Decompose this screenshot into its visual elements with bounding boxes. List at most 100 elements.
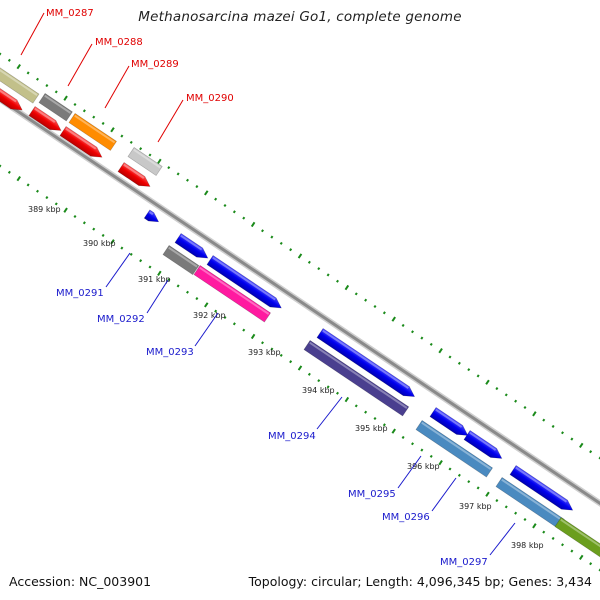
tick-label-395: 395 kbp xyxy=(355,424,388,433)
cds-arrow-red-1[interactable] xyxy=(0,86,25,114)
gc-outer-dot xyxy=(551,424,555,428)
gc-outer-dot xyxy=(186,178,189,182)
gc-outer-dot xyxy=(195,185,199,189)
gc-outer-dot xyxy=(232,210,236,214)
gene-label-MM_0290[interactable]: MM_0290 xyxy=(186,93,234,104)
gc-outer-dot xyxy=(101,121,105,125)
tick-label-390: 390 kbp xyxy=(83,239,116,248)
gc-inner-dot xyxy=(214,309,218,313)
cds-arrow-blue-4[interactable] xyxy=(316,328,418,401)
gc-outer-dot xyxy=(373,304,377,309)
gene-block-MM_0288[interactable] xyxy=(38,93,73,122)
gc-outer-dot xyxy=(391,316,396,322)
cds-arrow-blue-7[interactable] xyxy=(509,465,576,514)
gc-inner-dot xyxy=(504,505,508,509)
gc-outer-dot xyxy=(129,140,133,144)
bottom-gene-labels: MM_0291 MM_0292 MM_0293 MM_0294 MM_0295 … xyxy=(56,252,516,568)
gc-inner-dot xyxy=(420,448,424,452)
gc-outer-dot xyxy=(0,52,2,56)
gc-inner-dot xyxy=(16,175,21,182)
gene-block-MM_0297[interactable] xyxy=(554,517,600,561)
cds-arrow-blue-6[interactable] xyxy=(463,430,505,463)
gc-outer-dot xyxy=(598,456,600,460)
gene-label-MM_0294[interactable]: MM_0294 xyxy=(268,431,316,442)
gc-outer-dot xyxy=(570,437,574,441)
gc-outer-dot xyxy=(457,361,461,365)
gene-block-MM_0290[interactable] xyxy=(127,147,163,176)
scale-ticks: 389 kbp 390 kbp 391 kbp 392 kbp 393 kbp … xyxy=(28,205,544,550)
tick-label-397: 397 kbp xyxy=(459,502,492,511)
gc-outer-dot xyxy=(326,273,330,277)
gc-inner-dot xyxy=(26,183,30,187)
cds-arrow-blue-1[interactable] xyxy=(143,209,161,226)
cds-arrow-blue-5[interactable] xyxy=(429,407,471,440)
gc-inner-dot xyxy=(232,322,236,326)
gc-inner-dot xyxy=(148,265,152,269)
gene-block-MM_0287[interactable] xyxy=(0,64,40,104)
gc-inner-dot xyxy=(157,270,162,276)
gene-label-MM_0291[interactable]: MM_0291 xyxy=(56,288,104,299)
gene-label-MM_0292[interactable]: MM_0292 xyxy=(97,314,145,325)
gc-outer-dot xyxy=(589,450,593,454)
map-title: Methanosarcina mazei Go1, complete genom… xyxy=(138,9,462,25)
gc-outer-dot xyxy=(45,84,49,88)
gc-inner-dot xyxy=(204,302,209,308)
gc-inner-dot xyxy=(373,416,377,421)
gc-outer-dot xyxy=(148,153,152,157)
gc-inner-dot xyxy=(401,435,405,439)
gc-inner-dot xyxy=(63,207,68,213)
tick-label-396: 396 kbp xyxy=(407,462,440,471)
gene-block-MM_0294[interactable] xyxy=(303,340,410,417)
gc-outer-dot xyxy=(297,253,303,259)
gc-outer-dot xyxy=(307,260,311,264)
gene-block-MM_0289[interactable] xyxy=(68,113,117,151)
backbone xyxy=(0,95,600,507)
gene-label-MM_0296[interactable]: MM_0296 xyxy=(382,512,430,523)
gc-inner-dot xyxy=(429,454,433,458)
gc-inner-dot xyxy=(195,297,199,301)
gene-label-MM_0297[interactable]: MM_0297 xyxy=(440,557,488,568)
gc-outer-dot xyxy=(429,342,433,346)
gene-label-MM_0289[interactable]: MM_0289 xyxy=(131,59,179,70)
cds-arrow-red-4[interactable] xyxy=(117,162,153,191)
gc-inner-dot xyxy=(344,396,350,403)
cds-arrow-blue-3[interactable] xyxy=(206,255,284,312)
gc-inner-dot xyxy=(438,460,443,466)
gc-inner-dot xyxy=(7,170,11,174)
cds-arrow-blue-2[interactable] xyxy=(174,233,211,262)
gc-outer-dot xyxy=(467,368,471,372)
cds-arrow-red-3[interactable] xyxy=(59,126,105,161)
gc-outer-dot xyxy=(364,298,368,302)
gc-inner-dot xyxy=(54,202,58,206)
gc-inner-dot xyxy=(514,511,518,515)
gc-outer-dot xyxy=(523,405,527,410)
gc-outer-dot xyxy=(420,336,424,340)
gene-block-MM_0292[interactable] xyxy=(193,265,271,323)
gc-outer-dot xyxy=(561,431,564,435)
gene-label-MM_0295[interactable]: MM_0295 xyxy=(348,489,396,500)
cds-arrow-red-2[interactable] xyxy=(28,106,64,135)
gene-block-MM_0291[interactable] xyxy=(162,245,200,276)
gc-outer-dot xyxy=(448,355,452,359)
gc-outer-dot xyxy=(176,172,180,176)
gc-content-track xyxy=(0,52,600,572)
gene-label-MM_0288[interactable]: MM_0288 xyxy=(95,37,143,48)
gc-outer-dot xyxy=(110,127,115,133)
gc-outer-dot xyxy=(336,279,339,283)
gc-inner-dot xyxy=(523,517,527,522)
gc-inner-dot xyxy=(92,227,96,231)
gc-inner-dot xyxy=(598,568,600,572)
gc-inner-dot xyxy=(391,428,396,434)
gc-outer-dot xyxy=(204,190,209,196)
gene-label-MM_0293[interactable]: MM_0293 xyxy=(146,347,194,358)
gc-outer-dot xyxy=(54,90,58,94)
gc-inner-dot xyxy=(457,473,461,477)
gc-outer-dot xyxy=(438,348,443,354)
gc-outer-dot xyxy=(36,77,39,81)
gc-inner-dot xyxy=(495,499,499,503)
gc-inner-dot xyxy=(36,189,39,193)
top-gene-labels: MM_0287 MM_0288 MM_0289 MM_0290 xyxy=(20,8,234,143)
gene-label-MM_0287[interactable]: MM_0287 xyxy=(46,8,94,19)
gc-outer-dot xyxy=(382,311,386,315)
gene-block-MM_0295[interactable] xyxy=(415,420,493,478)
